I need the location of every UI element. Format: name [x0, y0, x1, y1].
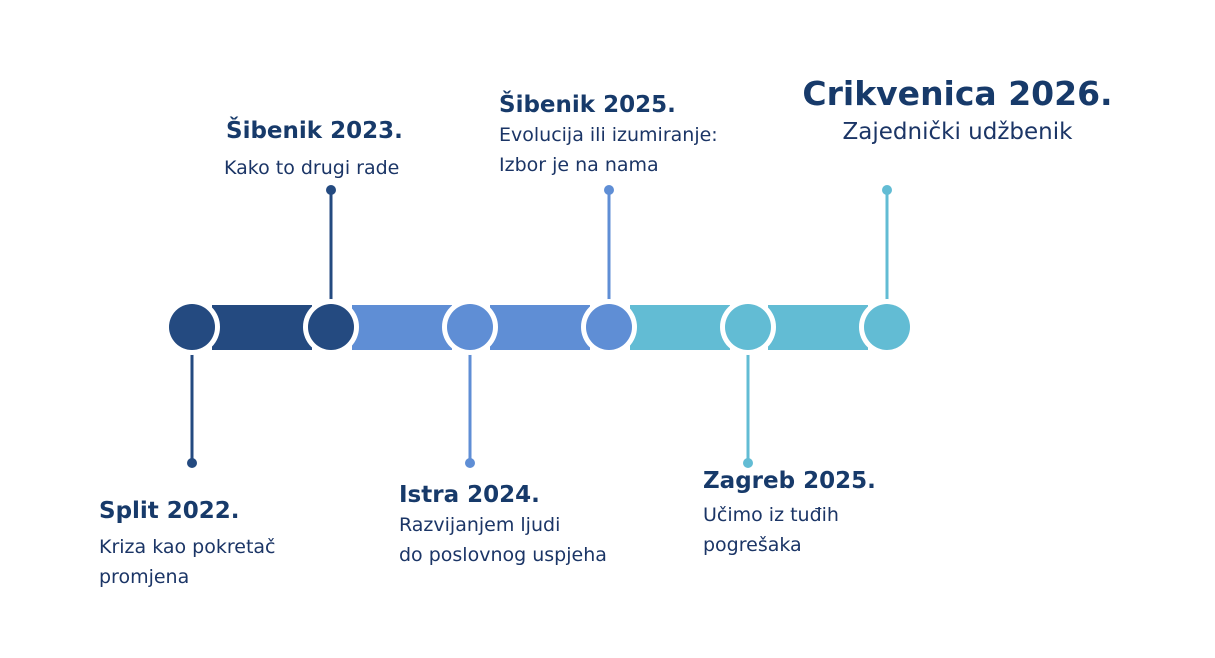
connector-dot [743, 458, 753, 468]
milestone-sibenik-2023: Šibenik 2023. [226, 118, 403, 144]
connector-dot [604, 185, 614, 195]
timeline-node-2023 [308, 304, 354, 350]
milestone-sibenik-2025: Šibenik 2025. Evolucija ili izumiranje: … [499, 92, 718, 180]
connector-dot [882, 185, 892, 195]
milestone-split-2022: Split 2022. Kriza kao pokretač promjena [99, 498, 276, 592]
timeline-segment-3 [490, 305, 590, 350]
milestone-subtitle: do poslovnog uspjeha [399, 544, 607, 566]
timeline-segment-5 [768, 305, 868, 350]
connector-dot [465, 458, 475, 468]
milestone-subtitle: Kriza kao pokretač [99, 536, 276, 558]
milestone-subtitle: promjena [99, 566, 190, 588]
timeline-node-2022 [169, 304, 215, 350]
timeline-segment-4 [630, 305, 730, 350]
milestone-subtitle: Razvijanjem ljudi [399, 514, 561, 536]
milestone-subtitle: pogrešaka [703, 534, 802, 556]
timeline-node-2024 [447, 304, 493, 350]
milestone-zagreb-2025: Zagreb 2025. Učimo iz tuđih pogrešaka [703, 468, 876, 560]
connector-dot [326, 185, 336, 195]
milestone-title: Istra 2024. [399, 482, 540, 508]
milestone-title: Zagreb 2025. [703, 468, 876, 494]
timeline-node-2025b [725, 304, 771, 350]
milestone-subtitle: Evolucija ili izumiranje: [499, 124, 718, 146]
timeline-segment-2 [352, 305, 452, 350]
milestone-istra-2024: Istra 2024. Razvijanjem ljudi do poslovn… [399, 482, 607, 570]
timeline-node-2026 [864, 304, 910, 350]
connector-dot [187, 458, 197, 468]
milestone-subtitle: Učimo iz tuđih [703, 504, 839, 526]
milestone-subtitle: Izbor je na nama [499, 154, 659, 176]
milestone-title: Šibenik 2025. [499, 92, 676, 118]
milestone-title: Split 2022. [99, 498, 240, 524]
milestone-title: Crikvenica 2026. [802, 74, 1113, 113]
milestone-crikvenica-2026: Crikvenica 2026. Zajednički udžbenik [800, 74, 1115, 147]
timeline-node-2025a [586, 304, 632, 350]
milestone-subtitle: Kako to drugi rade [224, 157, 400, 179]
milestone-subtitle: Zajednički udžbenik [842, 119, 1073, 145]
milestone-title: Šibenik 2023. [226, 118, 403, 144]
timeline-segment-1 [212, 305, 312, 350]
